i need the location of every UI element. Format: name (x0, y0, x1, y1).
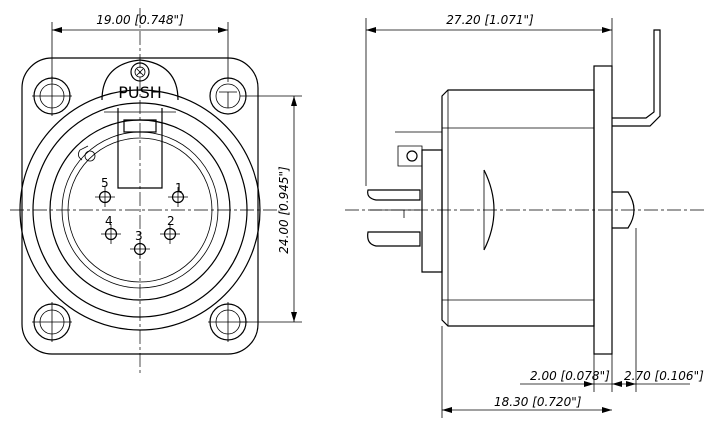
push-label: PUSH (118, 83, 162, 102)
pin-5 (95, 187, 115, 207)
width-dimension-label: 19.00 [0.748"] (96, 13, 184, 27)
flange-tab-dimension (520, 228, 690, 392)
connector-ring-2 (32, 102, 248, 318)
side-view: 27.20 [1.071"] 2.00 [0.078"] 2.70 [0.106… (345, 13, 705, 418)
connector-outer-ring (19, 89, 261, 331)
pin-label-4: 4 (105, 214, 113, 228)
latch-assembly (78, 59, 179, 189)
pin-label-1: 1 (175, 181, 183, 195)
latch-screw (406, 150, 418, 162)
pin-1 (168, 187, 188, 207)
solder-tab (612, 29, 661, 127)
latch-finger-top (367, 189, 421, 201)
width-dimension (51, 22, 229, 82)
side-body (441, 89, 595, 327)
pin-4 (101, 224, 121, 244)
tab-dimension-label: 2.70 [0.106"] (624, 369, 704, 383)
pin-label-3: 3 (135, 229, 143, 243)
side-flange (593, 65, 613, 355)
pin-label-2: 2 (167, 214, 175, 228)
front-flange-outline (21, 57, 259, 355)
rear-pin (612, 191, 635, 229)
mounting-hole-bottom-left (32, 302, 72, 342)
front-view: PUSH 5 1 4 2 3 (10, 8, 302, 375)
connector-insert (67, 137, 213, 283)
flange-dimension-label: 2.00 [0.078"] (530, 369, 610, 383)
body-length-dimension (441, 326, 612, 418)
release-dome (483, 169, 495, 251)
overall-length-label: 27.20 [1.071"] (446, 13, 534, 27)
latch-finger-bottom (367, 231, 421, 247)
pin-label-5: 5 (101, 176, 109, 190)
height-dimension (240, 95, 302, 323)
height-dimension-label: 24.00 [0.945"] (277, 166, 291, 254)
overall-length-dimension (365, 18, 613, 186)
pin-2 (160, 224, 180, 244)
pin-3 (130, 239, 150, 259)
body-length-label: 18.30 [0.720"] (494, 395, 582, 409)
side-front-section (421, 149, 443, 273)
